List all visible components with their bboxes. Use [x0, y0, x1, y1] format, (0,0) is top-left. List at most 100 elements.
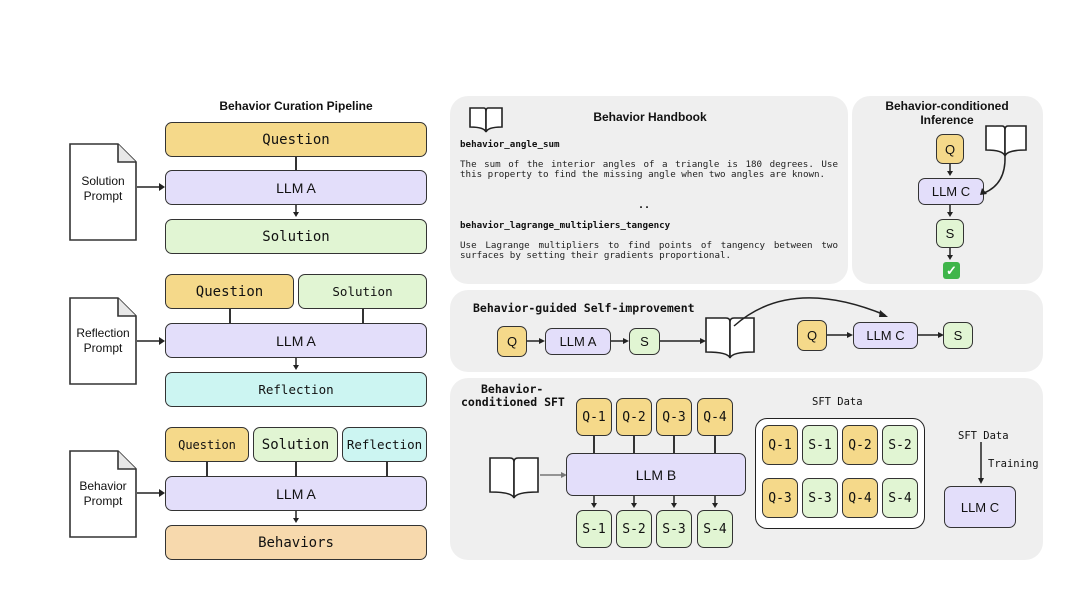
sft-data-title: SFT Data [812, 396, 863, 408]
sft-data-question: Q-3 [762, 478, 798, 518]
connector [229, 309, 231, 323]
connector [673, 436, 675, 453]
sft-question-box: Q-2 [616, 398, 652, 436]
training-label: Training [988, 458, 1039, 470]
sft-data-question: Q-4 [842, 478, 878, 518]
behavior-key: behavior_angle_sum [460, 139, 560, 150]
book-icon [489, 457, 539, 499]
sft-data-question: Q-1 [762, 425, 798, 465]
llm-c-box: LLM C [918, 178, 984, 205]
solution-prompt-label: Solution Prompt [71, 174, 135, 204]
solution-box: Solution [298, 274, 427, 309]
sft-title: Behavior- conditioned SFT [461, 383, 566, 409]
arrow-icon [137, 183, 165, 191]
curved-arrow-icon [733, 297, 888, 327]
handbook-panel: Behavior Handbook behavior_angle_sum The… [450, 96, 848, 284]
document-icon [69, 450, 137, 538]
training-source-label: SFT Data [958, 430, 1009, 442]
question-box: Question [165, 122, 427, 157]
llm-a-box: LLM A [165, 476, 427, 511]
q-box: Q [797, 320, 827, 351]
down-arrow-icon [947, 248, 953, 260]
arrow-icon [527, 338, 545, 344]
connector [206, 462, 208, 476]
connector [386, 462, 388, 476]
down-arrow-icon [947, 164, 953, 176]
arrow-icon [827, 332, 853, 338]
sft-solution-box: S-1 [576, 510, 612, 548]
self-improvement-title: Behavior-guided Self-improvement [473, 301, 695, 315]
title-line: Inference [920, 113, 974, 127]
down-arrow-icon [712, 496, 718, 508]
title-line: Behavior- [481, 382, 544, 396]
arrow-icon [918, 332, 944, 338]
behavior-description: Use Lagrange multipliers to find points … [460, 240, 838, 262]
reflection-prompt-label: Reflection Prompt [71, 326, 135, 356]
prompt-line: Prompt [83, 341, 123, 355]
sft-question-box: Q-1 [576, 398, 612, 436]
arrow-icon [137, 337, 165, 345]
prompt-line: Reflection [76, 326, 130, 340]
behavior-key: behavior_lagrange_multipliers_tangency [460, 220, 671, 231]
prompt-line: Prompt [83, 494, 123, 508]
book-icon [980, 125, 1027, 195]
down-arrow-icon [631, 496, 637, 508]
checkmark-icon: ✓ [943, 262, 960, 279]
down-arrow-icon [978, 442, 984, 484]
arrow-icon [660, 338, 706, 344]
document-icon [69, 297, 137, 385]
prompt-line: Prompt [83, 189, 123, 203]
prompt-line: Behavior [79, 479, 127, 493]
connector [714, 436, 716, 453]
solution-box: Solution [165, 219, 427, 254]
sft-data-question: Q-2 [842, 425, 878, 465]
sft-data-solution: S-3 [802, 478, 838, 518]
sft-question-box: Q-3 [656, 398, 692, 436]
connector [593, 436, 595, 453]
handbook-title: Behavior Handbook [593, 110, 707, 124]
llm-a-box: LLM A [545, 328, 611, 355]
connector [295, 157, 297, 170]
down-arrow-icon [947, 205, 953, 217]
inference-title: Behavior-conditioned Inference [872, 99, 1022, 127]
connector [295, 462, 297, 476]
self-improvement-panel: Behavior-guided Self-improvement Q LLM A… [450, 290, 1043, 372]
solution-box: Solution [253, 427, 338, 462]
down-arrow-icon [293, 511, 299, 523]
behavior-description: The sum of the interior angles of a tria… [460, 159, 838, 181]
prompt-line: Solution [81, 174, 125, 188]
q-box: Q [497, 326, 527, 357]
sft-data-solution: S-1 [802, 425, 838, 465]
sft-question-box: Q-4 [697, 398, 733, 436]
question-box: Question [165, 427, 249, 462]
llm-a-box: LLM A [165, 323, 427, 358]
title-line: conditioned SFT [461, 395, 565, 409]
arrow-icon [540, 472, 567, 478]
s-box: S [936, 219, 964, 248]
sft-solution-box: S-2 [616, 510, 652, 548]
question-box: Question [165, 274, 294, 309]
sft-solution-box: S-3 [656, 510, 692, 548]
llm-c-box: LLM C [944, 486, 1016, 528]
arrow-icon [611, 338, 629, 344]
reflection-box: Reflection [165, 372, 427, 407]
s-box: S [629, 328, 660, 355]
connector [633, 436, 635, 453]
sft-data-solution: S-2 [882, 425, 918, 465]
document-icon [69, 143, 137, 241]
arrow-icon [137, 489, 165, 497]
behavior-prompt-label: Behavior Prompt [71, 479, 135, 509]
ellipsis: .. [638, 200, 651, 211]
connector [362, 309, 364, 323]
down-arrow-icon [293, 358, 299, 370]
book-icon [705, 317, 755, 359]
sft-solution-box: S-4 [697, 510, 733, 548]
s-box: S [943, 322, 973, 349]
down-arrow-icon [671, 496, 677, 508]
behaviors-box: Behaviors [165, 525, 427, 560]
q-box: Q [936, 134, 964, 164]
sft-data-solution: S-4 [882, 478, 918, 518]
book-icon [469, 107, 503, 133]
down-arrow-icon [591, 496, 597, 508]
